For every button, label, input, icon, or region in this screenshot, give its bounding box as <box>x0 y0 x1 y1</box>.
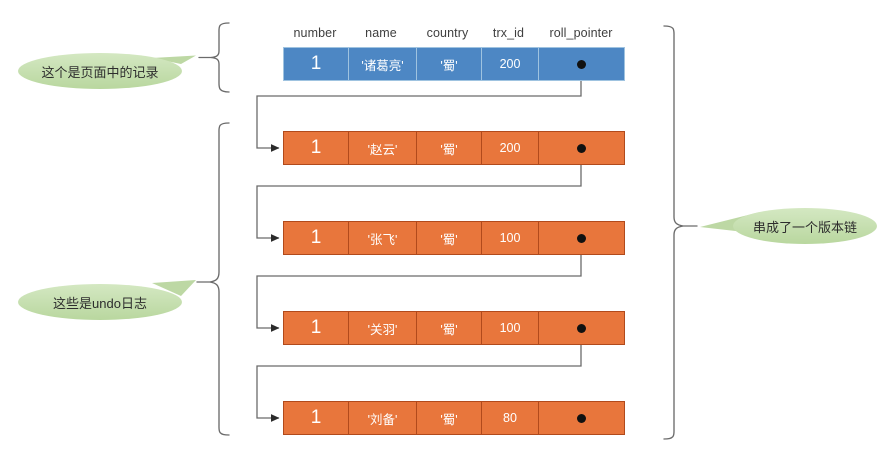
cell-name: '张飞' <box>348 222 416 254</box>
column-header-name: name <box>365 26 397 40</box>
left-bracket-undo-logs <box>196 122 230 436</box>
undo-record-row[interactable]: 1 '张飞' '蜀' 100 <box>283 221 625 255</box>
cell-number: 1 <box>310 53 322 74</box>
roll-pointer-dot-icon <box>577 143 586 153</box>
callout-text: 串成了一个版本链 <box>752 219 857 235</box>
cell-roll-pointer <box>538 312 624 344</box>
column-header-number: number <box>293 26 337 40</box>
cell-country: '蜀' <box>416 132 481 164</box>
cell-number: 1 <box>310 227 322 248</box>
left-bracket-page-record <box>198 22 230 93</box>
cell-roll-pointer <box>538 402 624 434</box>
callout-version-chain-note: 串成了一个版本链 <box>733 213 877 239</box>
cell-country: '蜀' <box>416 402 481 434</box>
cell-number: 1 <box>310 137 322 158</box>
page-record-row[interactable]: 1 '诸葛亮' '蜀' 200 <box>283 47 625 81</box>
cell-name: '刘备' <box>348 402 416 434</box>
column-header-trx-id: trx_id <box>492 26 525 40</box>
roll-pointer-dot-icon <box>577 323 586 333</box>
column-header-roll-pointer: roll_pointer <box>549 26 613 40</box>
cell-trx-id: 200 <box>481 132 538 164</box>
callout-shapes <box>18 53 877 320</box>
roll-pointer-dot-icon <box>577 59 586 69</box>
cell-name: '诸葛亮' <box>348 48 416 80</box>
cell-country: '蜀' <box>416 48 481 80</box>
callout-undo-log-note: 这些是undo日志 <box>18 289 182 315</box>
cell-number: 1 <box>310 407 322 428</box>
column-header-country: country <box>426 26 469 40</box>
cell-country: '蜀' <box>416 312 481 344</box>
cell-country: '蜀' <box>416 222 481 254</box>
cell-trx-id: 100 <box>481 222 538 254</box>
roll-pointer-dot-icon <box>577 233 586 243</box>
cell-roll-pointer <box>538 222 624 254</box>
undo-record-row[interactable]: 1 '赵云' '蜀' 200 <box>283 131 625 165</box>
roll-pointer-dot-icon <box>577 413 586 423</box>
callout-page-record-note: 这个是页面中的记录 <box>18 58 182 84</box>
callout-text: 这个是页面中的记录 <box>41 64 159 80</box>
cell-trx-id: 100 <box>481 312 538 344</box>
cell-trx-id: 80 <box>481 402 538 434</box>
cell-number: 1 <box>310 317 322 338</box>
cell-trx-id: 200 <box>481 48 538 80</box>
cell-roll-pointer <box>538 48 624 80</box>
cell-roll-pointer <box>538 132 624 164</box>
cell-name: '关羽' <box>348 312 416 344</box>
undo-record-row[interactable]: 1 '关羽' '蜀' 100 <box>283 311 625 345</box>
undo-record-row[interactable]: 1 '刘备' '蜀' 80 <box>283 401 625 435</box>
callout-text: 这些是undo日志 <box>53 295 147 311</box>
right-bracket-version-chain <box>663 25 698 440</box>
cell-name: '赵云' <box>348 132 416 164</box>
